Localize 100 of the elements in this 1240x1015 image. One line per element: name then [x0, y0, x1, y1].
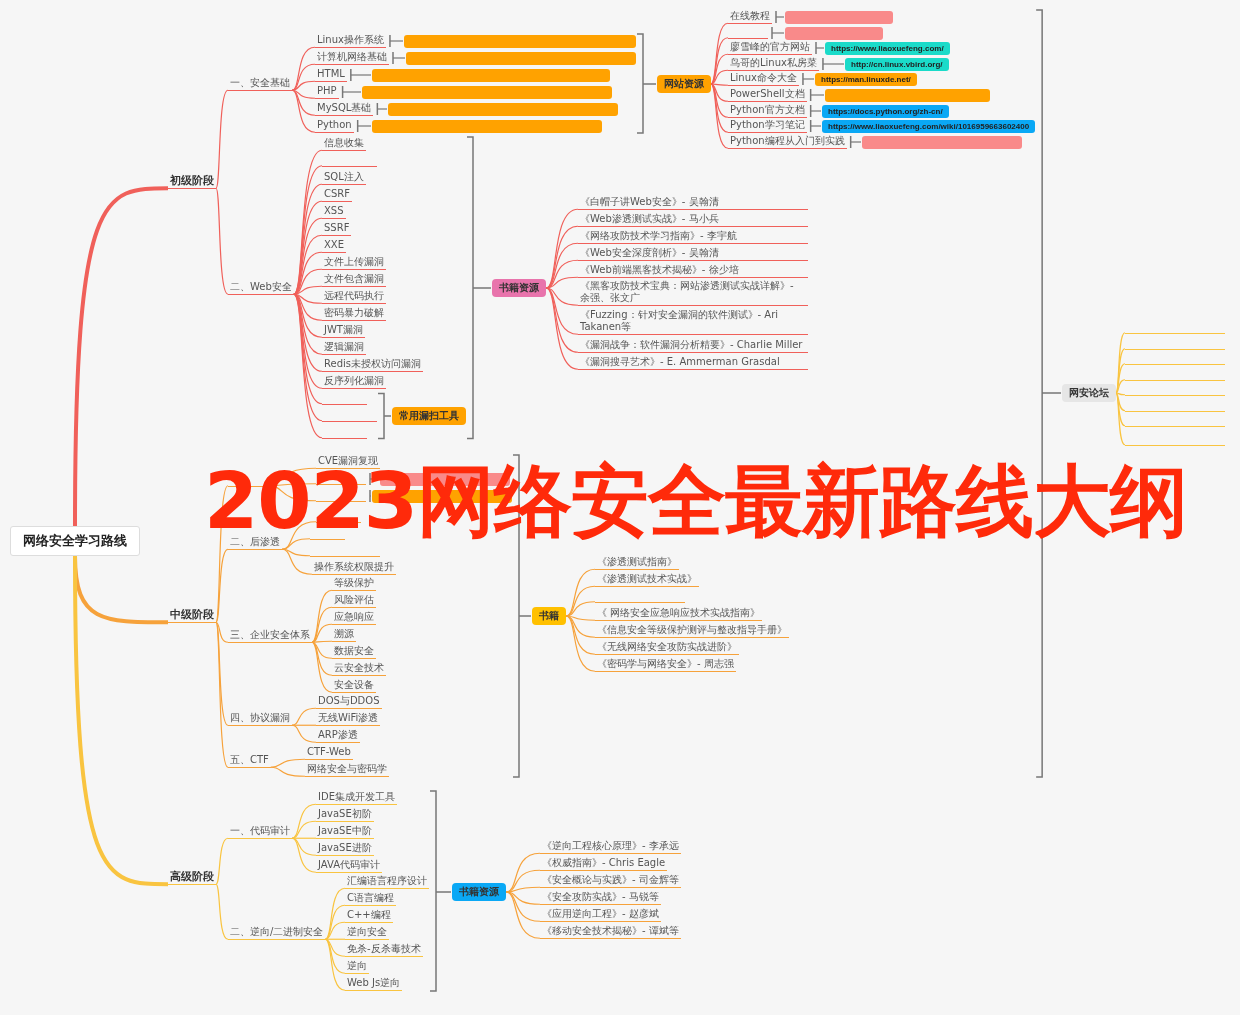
- connector-line: [215, 621, 229, 643]
- connector-line: [293, 217, 323, 295]
- topic-label: 《信息安全等级保护测评与整改指导手册》: [595, 624, 789, 638]
- connector-line: [1115, 392, 1126, 396]
- connector-line: [710, 83, 729, 118]
- connector-line: [389, 34, 404, 48]
- url-tag: [404, 34, 636, 48]
- connector-line: [291, 89, 316, 116]
- topic-label: 《安全概论与实践》- 司金辉等: [540, 874, 681, 888]
- connector-line: [215, 187, 229, 295]
- stage-label: 中级阶段: [168, 609, 216, 623]
- connector-line: [1115, 379, 1126, 394]
- connector-line: [291, 837, 317, 873]
- topic-label: CTF-Web: [305, 746, 353, 760]
- topic-label: 文件上传漏洞: [322, 256, 386, 270]
- book-title: 《Fuzzing：针对安全漏洞的软件测试》- Ari Takanen等: [578, 309, 808, 335]
- topic-label: 在线教程: [728, 10, 772, 24]
- topic-label: 《移动安全技术揭秘》- 谭斌等: [540, 925, 681, 939]
- stage-label: 初级阶段: [168, 175, 216, 189]
- url-tag: [785, 26, 883, 40]
- connector-line: [505, 891, 541, 939]
- topic-label: Python学习笔记: [728, 119, 807, 133]
- topic-label: CSRF: [322, 188, 353, 202]
- topic-label: 数据安全: [332, 645, 376, 659]
- topic-label: SSRF: [322, 222, 352, 236]
- book-title: 《Web安全深度剖析》- 吴翰清: [578, 247, 808, 261]
- connector-line: [215, 621, 229, 726]
- topic-label: Python: [315, 119, 354, 133]
- connector-line: [376, 102, 388, 116]
- connector-line: [291, 89, 316, 133]
- connector-line: [1115, 363, 1126, 394]
- resource-tag: 常用漏扫工具: [392, 407, 466, 425]
- connector-line: [771, 26, 785, 40]
- book-title: 《Web渗透测试实战》- 马小兵: [578, 213, 808, 227]
- topic-label: 《安全攻防实战》- 马锐等: [540, 891, 661, 905]
- topic-label: 二、Web安全: [228, 281, 294, 295]
- connector-line: [392, 51, 406, 65]
- connector-line: [215, 548, 229, 623]
- topic-label: 密码暴力破解: [322, 307, 386, 321]
- connector-line: [545, 287, 579, 370]
- connector-line: [281, 548, 313, 575]
- connector-line: [849, 135, 862, 149]
- url-tag: [372, 68, 610, 82]
- topic-label: XXE: [322, 239, 347, 253]
- connector-line: [710, 83, 729, 149]
- topic-label: DOS与DDOS: [316, 695, 382, 709]
- connector-line: [324, 938, 346, 991]
- topic-label: C++编程: [345, 909, 393, 923]
- topic-label: JavaSE进阶: [316, 842, 374, 856]
- topic-label: 鸟哥的Linux私房菜: [728, 57, 819, 71]
- connector-line: [215, 89, 229, 189]
- connector-line: [809, 88, 825, 102]
- connector-line: [545, 287, 579, 353]
- connector-line: [565, 615, 596, 672]
- connector-line: [215, 837, 229, 885]
- connector-line: [311, 641, 333, 693]
- topic-label: 《无线网络安全攻防实战进阶》: [595, 641, 739, 655]
- connector-line: [809, 104, 822, 118]
- topic-label: JavaSE初阶: [316, 808, 374, 822]
- topic-label: JAVA代码审计: [316, 859, 383, 873]
- topic-label: 《应用逆向工程》- 赵彦斌: [540, 908, 661, 922]
- book-title: 《网络攻防技术学习指南》- 李宇航: [578, 230, 808, 244]
- topic-label: 《 网络安全应急响应技术实战指南》: [595, 607, 763, 621]
- topic-label: 无线WiFi渗透: [316, 712, 381, 726]
- connector-line: [710, 83, 729, 133]
- topic-label: 云安全技术: [332, 662, 386, 676]
- topic-label: 操作系统权限提升: [312, 561, 396, 575]
- root-box: 网络安全学习路线: [10, 526, 140, 556]
- topic-label: 逆向: [345, 960, 369, 974]
- url-tag: [785, 10, 893, 24]
- topic-label: 逻辑漏洞: [322, 341, 366, 355]
- connector-line: [311, 606, 333, 643]
- url-tag: https://man.linuxde.net/: [815, 72, 917, 86]
- topic-label: 等级保护: [332, 577, 376, 591]
- topic-label: PowerShell文档: [728, 88, 807, 102]
- topic-label: IDE集成开发工具: [316, 791, 397, 805]
- topic-label: JWT漏洞: [322, 324, 365, 338]
- connector-line: [710, 37, 729, 85]
- topic-label: 免杀-反杀毒技术: [345, 943, 423, 957]
- connector-line: [775, 10, 785, 24]
- topic-label: SQL注入: [322, 171, 366, 185]
- topic-label: 四、协议漏洞: [228, 712, 292, 726]
- connector-line: [215, 621, 229, 768]
- connector-line: [710, 69, 729, 85]
- topic-label: MySQL基础: [315, 102, 374, 116]
- topic-label: 《逆向工程核心原理》- 李承远: [540, 840, 681, 854]
- topic-label: PHP: [315, 85, 339, 99]
- url-tag: http://cn.linux.vbird.org/: [845, 57, 949, 71]
- url-tag: [372, 119, 602, 133]
- topic-label: 廖雪峰的官方网站: [728, 41, 812, 55]
- url-tag: [825, 88, 990, 102]
- topic-label: 网络安全与密码学: [305, 763, 389, 777]
- url-tag: https://www.liaoxuefeng.com/wiki/1016959663602400: [822, 119, 1036, 133]
- topic-label: 汇编语言程序设计: [345, 875, 429, 889]
- topic-label: 应急响应: [332, 611, 376, 625]
- topic-label: 文件包含漏洞: [322, 273, 386, 287]
- connector-line: [311, 641, 333, 659]
- connector-line: [311, 623, 333, 643]
- topic-label: Linux命令大全: [728, 72, 799, 86]
- topic-label: 五、CTF: [228, 754, 271, 768]
